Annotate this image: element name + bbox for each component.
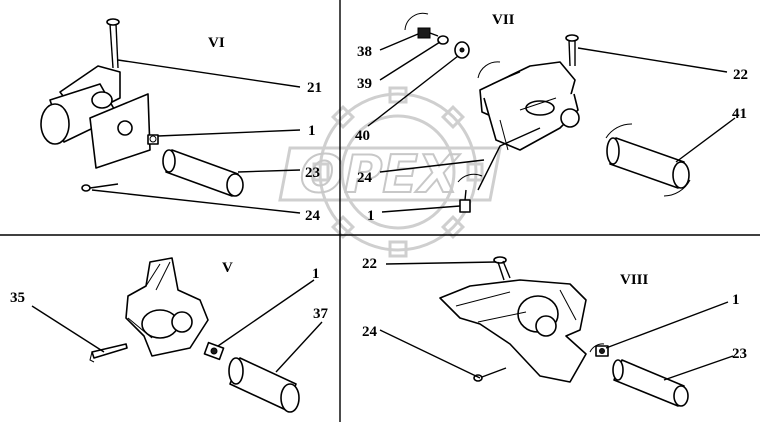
callout-vii-40: 40 — [355, 128, 370, 144]
callout-vi-1: 1 — [308, 123, 316, 139]
callout-viii-23: 23 — [732, 346, 747, 362]
cotter-24-viii — [473, 367, 507, 382]
v-bracket — [125, 257, 209, 357]
section-vi-label: VI — [208, 35, 225, 51]
vii-bracket — [477, 61, 580, 151]
section-v: V 35 1 37 — [10, 257, 329, 413]
pin-37 — [228, 357, 300, 413]
section-viii: VIII — [362, 256, 747, 407]
callout-vi-23: 23 — [305, 165, 320, 181]
fitting-1 — [147, 134, 159, 145]
cotter-24 — [81, 183, 119, 192]
key-35 — [89, 343, 128, 363]
callout-v-1: 1 — [312, 266, 320, 282]
pin-23 — [162, 149, 244, 197]
bolt-22 — [565, 34, 579, 67]
washer-39 — [437, 35, 449, 45]
bolt-21 — [106, 18, 120, 69]
watermark-logo: OPEX — [278, 86, 502, 258]
callout-vii-22: 22 — [733, 67, 748, 83]
callout-vii-41: 41 — [732, 106, 747, 122]
viii-bracket — [439, 279, 587, 383]
section-viii-label: VIII — [620, 272, 649, 288]
cotter-24-vii — [477, 127, 541, 191]
callout-vii-38: 38 — [357, 44, 372, 60]
vi-assembly — [40, 65, 151, 169]
section-v-label: V — [222, 260, 233, 276]
callout-vii-1: 1 — [367, 208, 375, 224]
section-vii-label: VII — [492, 12, 515, 28]
bolt-38 — [404, 12, 439, 39]
callout-vi-24: 24 — [305, 208, 321, 224]
callout-v-37: 37 — [313, 306, 329, 322]
pin-23-viii — [612, 359, 689, 407]
callout-viii-22: 22 — [362, 256, 377, 272]
pin-41 — [605, 123, 691, 197]
section-vii: VII — [355, 12, 748, 224]
callout-vii-24: 24 — [357, 170, 373, 186]
section-vi: VI — [40, 18, 322, 224]
callout-viii-24: 24 — [362, 324, 378, 340]
callout-vii-39: 39 — [357, 76, 372, 92]
callout-viii-1: 1 — [732, 292, 740, 308]
washer-40 — [454, 41, 470, 59]
callout-vi-21: 21 — [307, 80, 322, 96]
callout-v-35: 35 — [10, 290, 25, 306]
watermark-text: OPEX — [300, 145, 461, 205]
fitting-1-v — [203, 341, 225, 361]
bolt-22-viii — [493, 256, 511, 281]
fitting-1-viii — [589, 343, 609, 357]
